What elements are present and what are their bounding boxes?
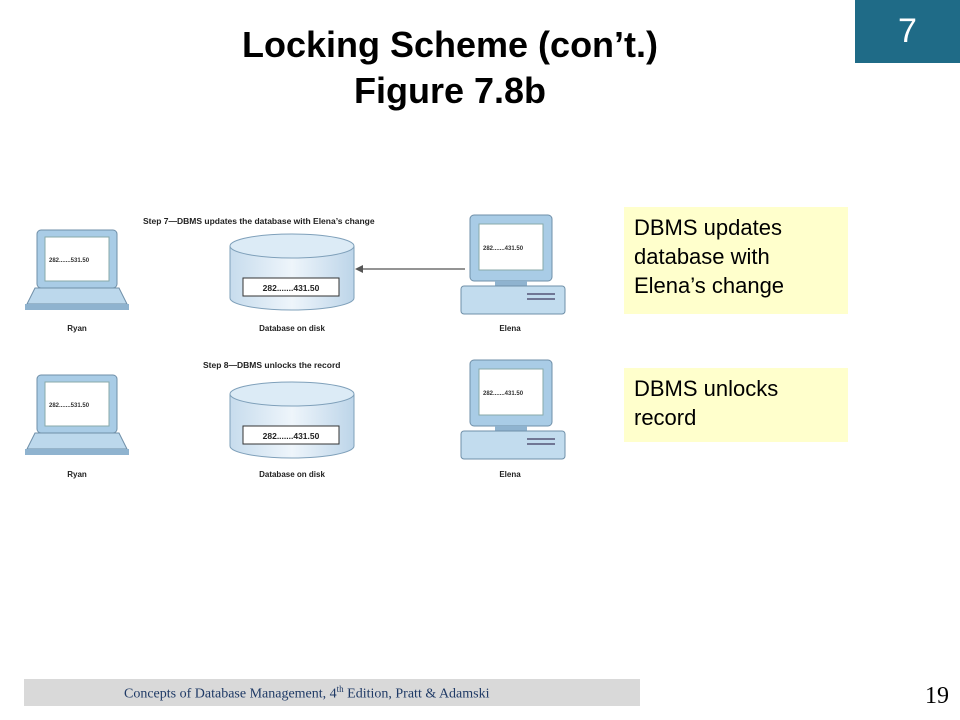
elena-desktop-step7: 282.......431.50 <box>460 214 566 315</box>
database-cylinder-step8: 282.......431.50 <box>229 381 355 459</box>
callout-step8: DBMS unlocks record <box>624 368 848 442</box>
update-arrow <box>355 265 465 273</box>
footer-text-prefix: Concepts of Database Management, 4 <box>124 686 337 702</box>
ryan-screen-value-step8: 282.......531.50 <box>49 403 90 409</box>
elena-desktop-step8: 282.......431.50 <box>460 359 566 460</box>
elena-screen-value-step8: 282.......431.50 <box>483 391 524 397</box>
step8-caption: Step 8—DBMS unlocks the record <box>203 360 340 370</box>
elena-label-step7: Elena <box>499 324 521 333</box>
ryan-laptop-step7: 282.......531.50 <box>25 229 129 310</box>
database-label-step8: Database on disk <box>259 470 325 479</box>
elena-screen-value-step7: 282.......431.50 <box>483 246 524 252</box>
ryan-screen-value-step7: 282.......531.50 <box>49 258 90 264</box>
ryan-label-step7: Ryan <box>67 324 87 333</box>
footer-bar <box>24 679 640 706</box>
database-value-step7: 282.......431.50 <box>263 283 320 293</box>
locking-scheme-figure: Step 7—DBMS updates the database with El… <box>25 214 566 479</box>
footer-citation: Concepts of Database Management, 4th Edi… <box>124 684 490 703</box>
slide-title: Locking Scheme (con’t.) Figure 7.8b <box>60 22 840 114</box>
title-line-2: Figure 7.8b <box>353 70 547 111</box>
step7-caption: Step 7—DBMS updates the database with El… <box>143 216 375 226</box>
database-value-step8: 282.......431.50 <box>263 431 320 441</box>
callout-step7: DBMS updates database with Elena’s chang… <box>624 207 848 314</box>
footer-text-suffix: Edition, Pratt & Adamski <box>343 686 490 702</box>
title-line-1: Locking Scheme (con’t.) <box>241 24 659 65</box>
database-cylinder-step7: 282.......431.50 <box>229 233 355 311</box>
ryan-label-step8: Ryan <box>67 470 87 479</box>
chapter-number-tab: 7 <box>855 0 960 63</box>
chapter-number: 7 <box>898 12 917 50</box>
elena-label-step8: Elena <box>499 470 521 479</box>
footer-text-superscript: th <box>336 684 344 694</box>
page-number: 19 <box>925 683 949 709</box>
database-label-step7: Database on disk <box>259 324 325 333</box>
ryan-laptop-step8: 282.......531.50 <box>25 374 129 455</box>
